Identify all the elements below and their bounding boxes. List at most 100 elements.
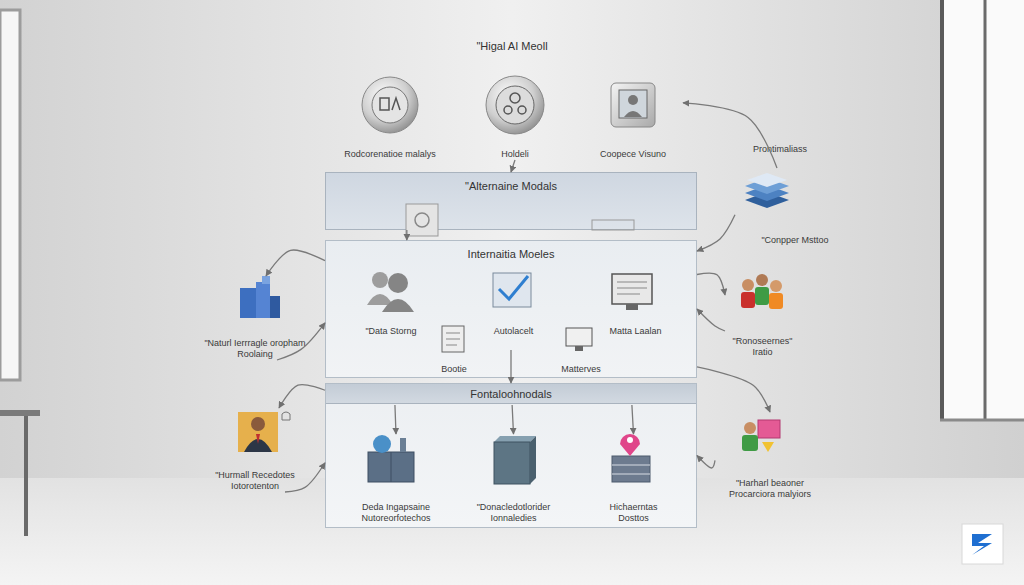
small-monitor-icon bbox=[566, 328, 592, 351]
doc-line bbox=[446, 339, 460, 340]
node-label: Hichaerntas Dosttos bbox=[596, 502, 671, 524]
icon-node: Matterves bbox=[551, 327, 611, 375]
pin bbox=[620, 434, 640, 456]
metal-square bbox=[611, 83, 655, 127]
node-label: Bootie bbox=[441, 364, 467, 375]
node-label: Coopece Visuno bbox=[600, 149, 666, 160]
frame bbox=[238, 412, 278, 452]
tower bbox=[270, 296, 280, 318]
book-page bbox=[747, 173, 787, 187]
flow-label: Prontimaliass bbox=[740, 144, 820, 154]
person-head bbox=[770, 280, 782, 292]
flow-arrow bbox=[697, 309, 725, 331]
panel-outline bbox=[592, 220, 634, 230]
document bbox=[493, 273, 531, 307]
cube-side bbox=[530, 436, 536, 484]
flow-arrow bbox=[632, 405, 634, 434]
node-label: Matta Laalan bbox=[609, 326, 661, 337]
node-label: Holdeli bbox=[501, 149, 529, 160]
person-body bbox=[742, 435, 758, 451]
metal-disc bbox=[362, 77, 418, 133]
flow-arrow bbox=[279, 385, 325, 408]
monitor-icon bbox=[612, 274, 652, 310]
person-body bbox=[367, 294, 393, 305]
screen bbox=[758, 420, 780, 438]
node-label: Matterves bbox=[561, 364, 601, 375]
metal-inner bbox=[496, 86, 534, 124]
right-window bbox=[940, 0, 1024, 420]
metal-disc bbox=[486, 76, 544, 134]
node-label: Deda Ingapsaine Nutoreorfotechos bbox=[336, 502, 456, 524]
left-table bbox=[0, 410, 40, 416]
icon-node: "Conpper Msttoo bbox=[735, 168, 855, 246]
icon-node: "Ronoseernes" Iratio bbox=[725, 268, 800, 358]
band-heading: "Alternaine Modals bbox=[326, 173, 696, 193]
person-body bbox=[755, 287, 769, 305]
logo-mark bbox=[972, 534, 992, 555]
node-label: Rodcorenatioe malalys bbox=[344, 149, 436, 160]
icon-node: "Hurmall Recedotes Iotorotenton bbox=[195, 408, 315, 492]
node-label: "Harharl beaoner Procarciora malyiors bbox=[715, 478, 825, 500]
flow-arrow bbox=[512, 405, 513, 434]
screen-line bbox=[617, 288, 647, 289]
band-heading: Fontaloohnodals bbox=[326, 384, 696, 404]
check-doc-icon bbox=[493, 273, 531, 307]
monitor-icon bbox=[611, 83, 655, 127]
flow-arrow bbox=[697, 215, 735, 251]
person-body bbox=[769, 293, 783, 309]
person-body bbox=[741, 292, 755, 308]
icon-node: Rodcorenatioe malalys bbox=[330, 72, 450, 160]
cabinet bbox=[368, 452, 414, 482]
cabinet-split bbox=[391, 452, 392, 482]
book bbox=[745, 178, 789, 194]
window-frame bbox=[940, 0, 944, 420]
icon-node: Autolacelt bbox=[471, 261, 556, 337]
flow-arrow bbox=[395, 405, 396, 434]
glyph bbox=[510, 93, 520, 103]
window-frame bbox=[984, 0, 987, 420]
tower bbox=[240, 288, 256, 318]
node-label: "Donacledotlorider Ionnaledies bbox=[461, 502, 566, 524]
flow-arrow bbox=[697, 273, 725, 295]
building-icon bbox=[240, 276, 280, 318]
icon-node: Deda Ingapsaine Nutoreorfotechos bbox=[336, 434, 456, 524]
icon-node: "Data Storng bbox=[346, 261, 436, 337]
icon-node: "Donacledotlorider Ionnaledies bbox=[461, 434, 566, 524]
tie bbox=[256, 434, 260, 444]
icon-node: Bootie bbox=[426, 327, 482, 375]
flow-arrow bbox=[510, 350, 511, 383]
icon-node: "Harharl beaoner Procarciora malyiors bbox=[715, 412, 825, 500]
tag-stack-icon bbox=[612, 434, 650, 482]
flow-arrow bbox=[277, 323, 325, 360]
flow-arrow bbox=[285, 463, 325, 492]
diagram-title: "Higal AI Meoll bbox=[0, 40, 1024, 52]
gear-box-icon bbox=[406, 204, 438, 236]
glyph bbox=[392, 98, 400, 110]
person-head bbox=[388, 273, 408, 293]
bell bbox=[282, 412, 290, 420]
screen-line bbox=[617, 282, 647, 283]
glyph bbox=[504, 106, 512, 114]
node-label: "Naturl Ierrragle oropham Roolaing bbox=[200, 338, 310, 360]
bottle bbox=[400, 438, 406, 452]
icon-node: Coopece Visuno bbox=[583, 72, 683, 160]
band-heading: Internaitia Moeles bbox=[326, 241, 696, 261]
node-label: "Ronoseernes" Iratio bbox=[725, 336, 800, 358]
book bbox=[745, 192, 789, 208]
metal-icon bbox=[486, 76, 544, 134]
person-body bbox=[624, 111, 642, 117]
flow-arrow bbox=[266, 250, 325, 276]
screen bbox=[619, 90, 647, 118]
table-leg bbox=[24, 416, 28, 536]
lock bbox=[762, 442, 774, 452]
flow-arrow bbox=[511, 160, 515, 172]
stand bbox=[575, 346, 583, 351]
small-doc-icon bbox=[442, 326, 464, 352]
window-frame bbox=[940, 419, 1024, 422]
icon-node: "Naturl Ierrragle oropham Roolaing bbox=[200, 276, 310, 360]
node-label: "Data Storng bbox=[365, 326, 416, 337]
box bbox=[406, 204, 438, 236]
node-label: "Hurmall Recedotes Iotorotenton bbox=[195, 470, 315, 492]
